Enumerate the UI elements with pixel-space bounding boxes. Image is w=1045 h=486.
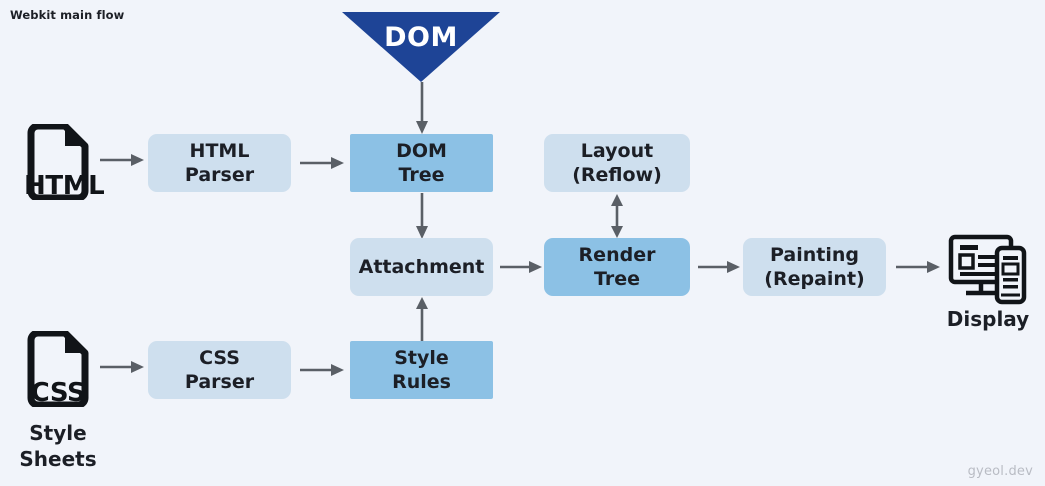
box-dom-tree-line1: DOM bbox=[396, 139, 447, 162]
css-file-icon: CSS bbox=[24, 331, 92, 408]
arrow-domtree-to-attachment bbox=[414, 193, 430, 239]
arrow-rendertree-to-painting bbox=[698, 259, 740, 275]
arrow-layout-rendertree-bidirectional bbox=[609, 194, 625, 238]
box-layout-line2: (Reflow) bbox=[572, 164, 662, 186]
box-attachment[interactable]: Attachment bbox=[350, 238, 493, 296]
box-html-parser-line2: Parser bbox=[184, 164, 255, 186]
box-layout-line1: Layout bbox=[580, 139, 654, 162]
arrow-htmlparser-to-domtree bbox=[300, 155, 344, 171]
box-style-rules[interactable]: Style Rules bbox=[350, 341, 493, 399]
style-sheets-caption: Style Sheets bbox=[10, 420, 106, 472]
arrow-html-to-htmlparser bbox=[100, 152, 144, 168]
box-attachment-line1: Attachment bbox=[358, 255, 485, 278]
box-dom-tree[interactable]: DOM Tree bbox=[350, 134, 493, 192]
box-css-parser[interactable]: CSS Parser bbox=[148, 341, 291, 399]
arrow-stylerules-to-attachment bbox=[414, 297, 430, 341]
arrow-dom-to-domtree bbox=[414, 82, 430, 134]
box-html-parser-line1: HTML bbox=[189, 139, 250, 162]
css-file-tag: CSS bbox=[30, 378, 86, 408]
arrow-painting-to-display bbox=[896, 259, 940, 275]
box-dom-tree-line2: Tree bbox=[398, 164, 445, 186]
html-file-icon: HTML bbox=[24, 124, 105, 201]
box-render-tree-line1: Render bbox=[578, 243, 656, 266]
arrow-cssparser-to-stylerules bbox=[300, 362, 344, 378]
box-style-rules-line1: Style bbox=[394, 346, 449, 369]
arrow-css-to-cssparser bbox=[100, 359, 144, 375]
box-painting-line1: Painting bbox=[770, 243, 859, 266]
html-file-tag: HTML bbox=[24, 171, 105, 201]
box-css-parser-line1: CSS bbox=[199, 346, 240, 369]
box-css-parser-line2: Parser bbox=[184, 371, 255, 393]
display-label: Display bbox=[946, 307, 1030, 331]
page-title: Webkit main flow bbox=[10, 8, 125, 22]
box-html-parser[interactable]: HTML Parser bbox=[148, 134, 291, 192]
box-render-tree[interactable]: Render Tree bbox=[544, 238, 690, 296]
box-painting-line2: (Repaint) bbox=[764, 268, 865, 290]
box-layout-reflow[interactable]: Layout (Reflow) bbox=[544, 134, 690, 192]
box-style-rules-line2: Rules bbox=[392, 371, 451, 393]
style-sheets-caption-line1: Style bbox=[29, 421, 87, 445]
box-painting-repaint[interactable]: Painting (Repaint) bbox=[743, 238, 886, 296]
arrow-attachment-to-rendertree bbox=[500, 259, 542, 275]
triangle-shape bbox=[342, 12, 500, 82]
box-render-tree-line2: Tree bbox=[593, 268, 640, 290]
dom-input-label: DOM bbox=[384, 22, 458, 53]
display-monitor-and-phone-icon bbox=[948, 234, 1028, 306]
watermark: gyeol.dev bbox=[967, 464, 1033, 479]
style-sheets-caption-line2: Sheets bbox=[19, 447, 97, 471]
